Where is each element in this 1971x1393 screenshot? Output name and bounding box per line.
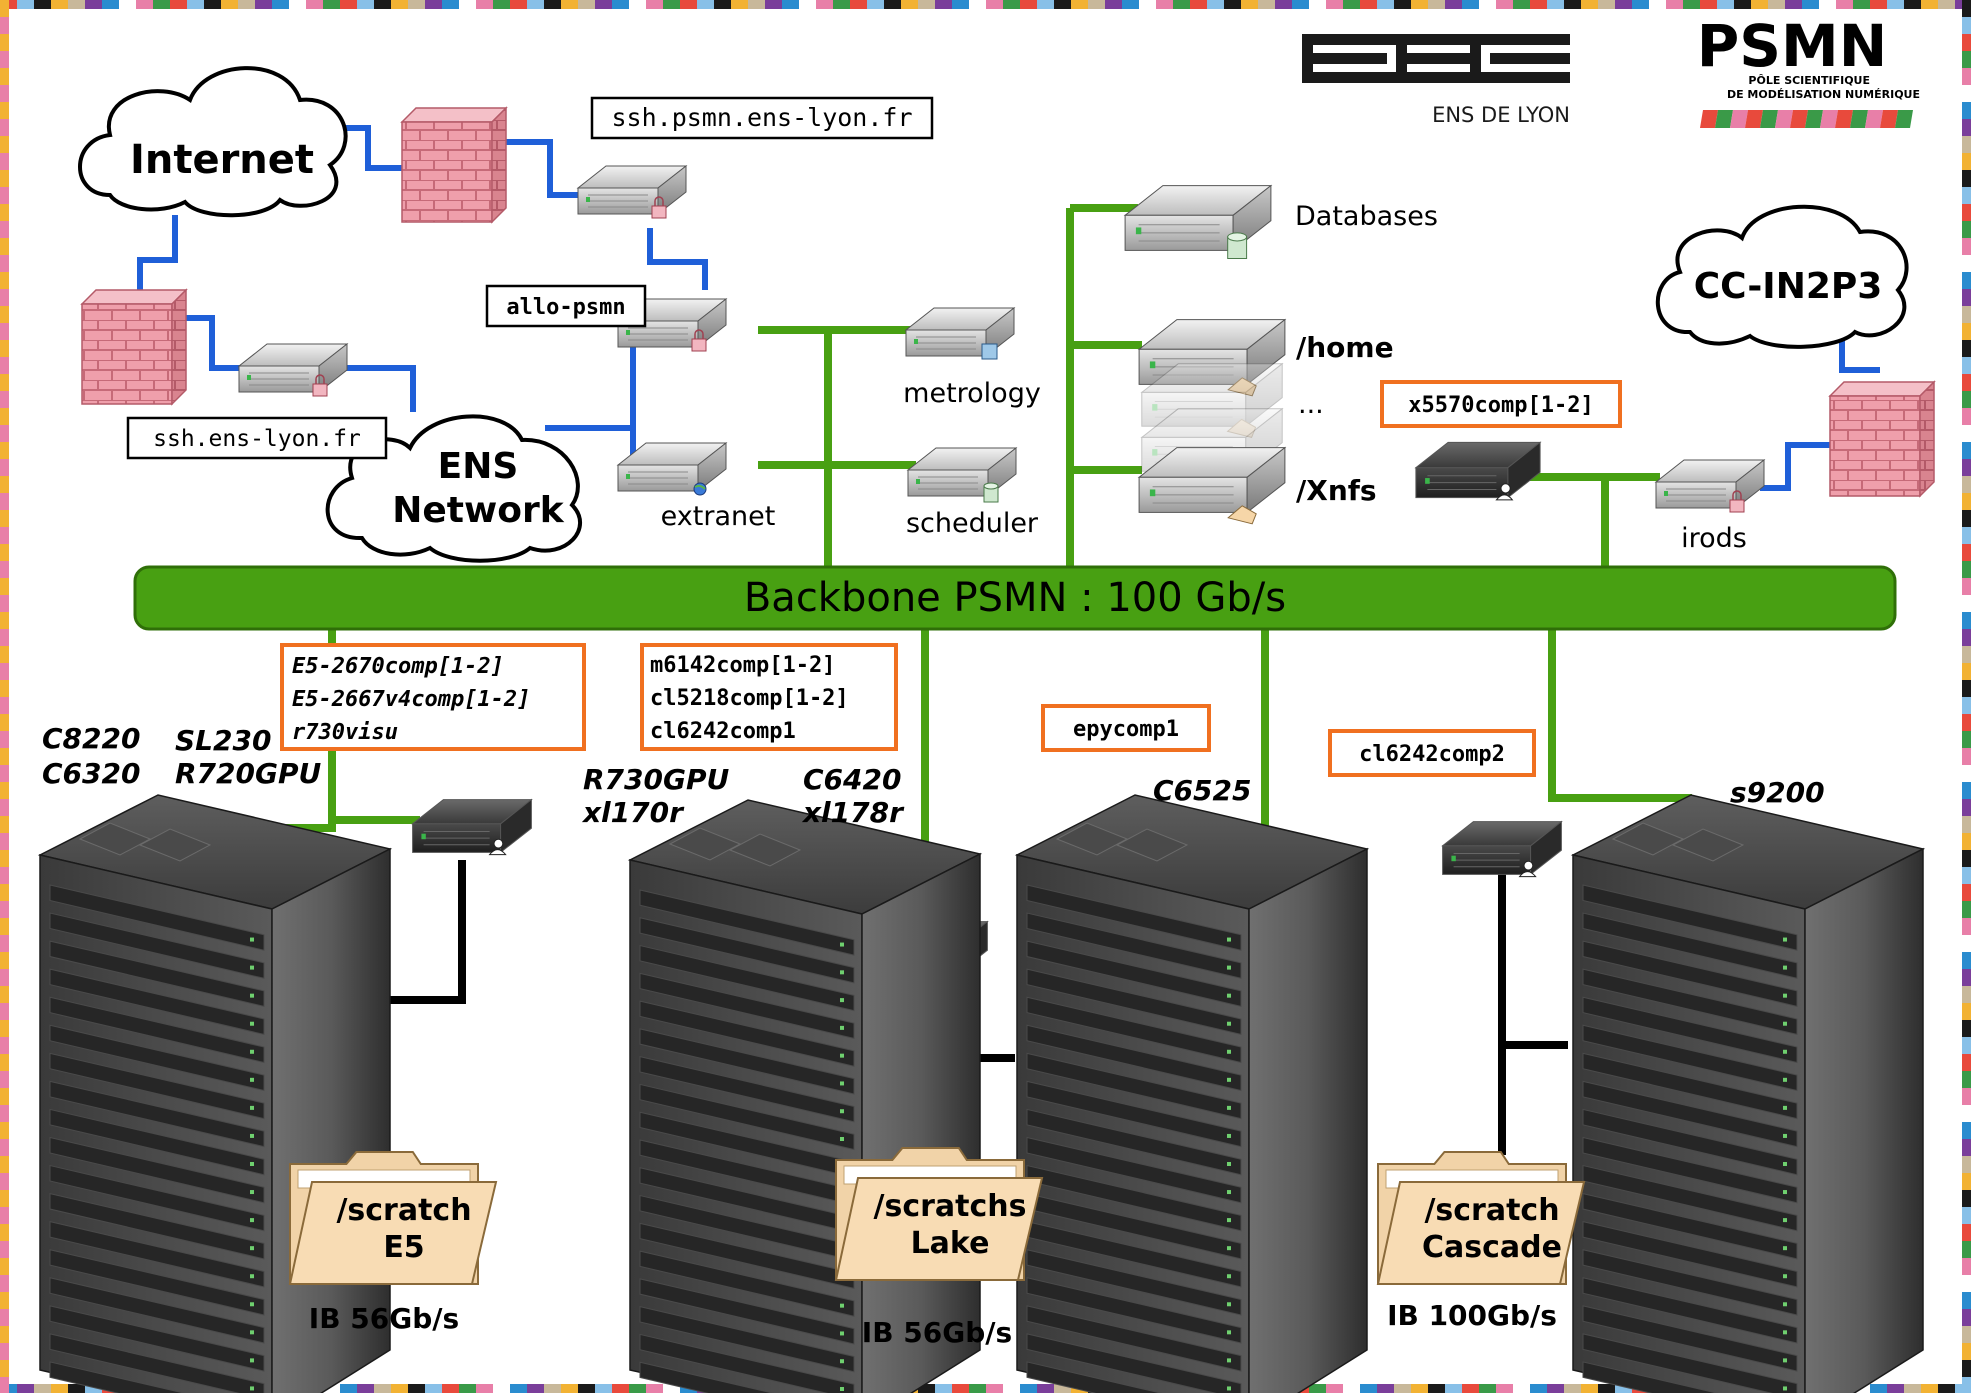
folder-scratch-e5-label-2: E5 bbox=[383, 1230, 424, 1265]
ib-label-lake: IB 56Gb/s bbox=[862, 1316, 1012, 1349]
login-lake-line-3: cl6242comp1 bbox=[650, 719, 796, 744]
allo-psmn-label: allo-psmn bbox=[506, 295, 625, 320]
metrology-label: metrology bbox=[903, 378, 1041, 409]
ib-label-e5: IB 56Gb/s bbox=[309, 1302, 459, 1335]
home-label: /home bbox=[1296, 331, 1394, 364]
login-box-lake: m6142comp[1-2] cl5218comp[1-2] cl6242com… bbox=[640, 643, 898, 751]
login-lake-line-1: m6142comp[1-2] bbox=[650, 653, 835, 678]
rack-label-r720gpu: R720GPU bbox=[175, 757, 322, 790]
internet-cloud: Internet bbox=[78, 66, 348, 218]
login-box-cascade: cl6242comp2 bbox=[1328, 729, 1536, 777]
psmn-logo-title: PSMN bbox=[1697, 12, 1888, 80]
extranet-label: extranet bbox=[661, 501, 776, 532]
server-ssh-ens bbox=[237, 342, 349, 397]
login-box-e5: E5-2670comp[1-2] E5-2667v4comp[1-2] r730… bbox=[280, 643, 586, 751]
scheduler-label: scheduler bbox=[906, 508, 1039, 539]
ssh-ens-label-box: ssh.ens-lyon.fr bbox=[126, 416, 388, 460]
rack-s9200 bbox=[1570, 794, 1926, 1393]
psmn-logo-subtitle-1: PÔLE SCIENTIFIQUE bbox=[1748, 74, 1870, 87]
folder-scratch-e5-label-1: /scratch bbox=[336, 1193, 471, 1228]
server-metrology bbox=[904, 306, 1016, 360]
firewall-ens bbox=[80, 288, 188, 406]
allo-psmn-label-box: allo-psmn bbox=[485, 284, 647, 328]
internet-label: Internet bbox=[130, 137, 314, 183]
external-network-links bbox=[115, 125, 1880, 491]
rack-r730gpu bbox=[627, 799, 983, 1393]
rack-label-c6525: C6525 bbox=[1153, 774, 1251, 807]
ens-network-cloud: ENS Network bbox=[325, 414, 582, 563]
rack-c6525 bbox=[1014, 794, 1370, 1393]
folder-scratch-cascade-label-2: Cascade bbox=[1422, 1230, 1562, 1265]
xnfs-label: /Xnfs bbox=[1296, 474, 1377, 507]
switch-x5570 bbox=[1414, 441, 1542, 501]
rack-label-xl178r: xl178r bbox=[801, 796, 905, 829]
backbone-links bbox=[228, 204, 1692, 915]
firewall-cc-in2p3 bbox=[1828, 380, 1936, 498]
backbone-label: Backbone PSMN : 100 Gb/s bbox=[744, 575, 1286, 621]
login-e5-line-3: r730visu bbox=[292, 720, 398, 745]
ens-network-label-1: ENS bbox=[438, 446, 519, 487]
firewall-internet bbox=[400, 106, 508, 224]
psmn-logo-subtitle-2: DE MODÉLISATION NUMÉRIQUE bbox=[1727, 88, 1920, 101]
folder-scratch-cascade-label-1: /scratch bbox=[1424, 1193, 1559, 1228]
backbone-bar: Backbone PSMN : 100 Gb/s bbox=[133, 565, 1897, 631]
login-e5-line-1: E5-2670comp[1-2] bbox=[292, 654, 504, 679]
server-xnfs bbox=[1137, 446, 1287, 525]
ib-label-cascade: IB 100Gb/s bbox=[1387, 1299, 1557, 1332]
server-irods bbox=[1654, 458, 1766, 513]
ssh-ens-label: ssh.ens-lyon.fr bbox=[153, 426, 361, 452]
psmn-logo-stripe bbox=[1700, 110, 1913, 128]
server-databases bbox=[1123, 184, 1273, 259]
switch-e5 bbox=[411, 798, 533, 856]
server-scheduler bbox=[906, 446, 1018, 503]
server-extranet bbox=[616, 441, 728, 496]
rack-label-c8220: C8220 bbox=[42, 722, 140, 755]
ellipsis-label: ... bbox=[1298, 389, 1324, 420]
rack-label-r730gpu: R730GPU bbox=[583, 763, 730, 796]
ens-logo: ENS DE LYON bbox=[1302, 34, 1570, 127]
rack-label-sl230: SL230 bbox=[175, 724, 271, 757]
rack-label-c6420: C6420 bbox=[803, 763, 901, 796]
ssh-psmn-label: ssh.psmn.ens-lyon.fr bbox=[611, 103, 912, 132]
rack-label-xl170r: xl170r bbox=[581, 796, 685, 829]
login-x5570-line-1: x5570comp[1-2] bbox=[1408, 393, 1593, 418]
ssh-psmn-label-box: ssh.psmn.ens-lyon.fr bbox=[590, 96, 934, 140]
folder-scratchs-lake-label-2: Lake bbox=[911, 1226, 990, 1261]
login-epyc-line-1: epycomp1 bbox=[1073, 717, 1179, 742]
login-lake-line-2: cl5218comp[1-2] bbox=[650, 686, 849, 711]
cc-in2p3-cloud: CC-IN2P3 bbox=[1655, 204, 1909, 349]
login-box-epyc: epycomp1 bbox=[1041, 704, 1211, 752]
irods-label: irods bbox=[1681, 523, 1747, 554]
ens-logo-caption: ENS DE LYON bbox=[1432, 103, 1570, 127]
folder-scratchs-lake-label-1: /scratchs bbox=[874, 1189, 1027, 1224]
rack-label-s9200: s9200 bbox=[1730, 776, 1825, 809]
ens-network-label-2: Network bbox=[392, 490, 564, 531]
server-ssh-psmn bbox=[576, 164, 688, 219]
login-e5-line-2: E5-2667v4comp[1-2] bbox=[292, 687, 530, 712]
psmn-logo: PSMN PÔLE SCIENTIFIQUE DE MODÉLISATION N… bbox=[1697, 12, 1920, 128]
cc-in2p3-label: CC-IN2P3 bbox=[1694, 266, 1883, 307]
login-cascade-line-1: cl6242comp2 bbox=[1359, 742, 1505, 767]
login-box-x5570: x5570comp[1-2] bbox=[1380, 380, 1622, 428]
switch-cascade bbox=[1441, 820, 1563, 878]
databases-label: Databases bbox=[1295, 201, 1438, 232]
rack-label-c6320: C6320 bbox=[42, 757, 140, 790]
